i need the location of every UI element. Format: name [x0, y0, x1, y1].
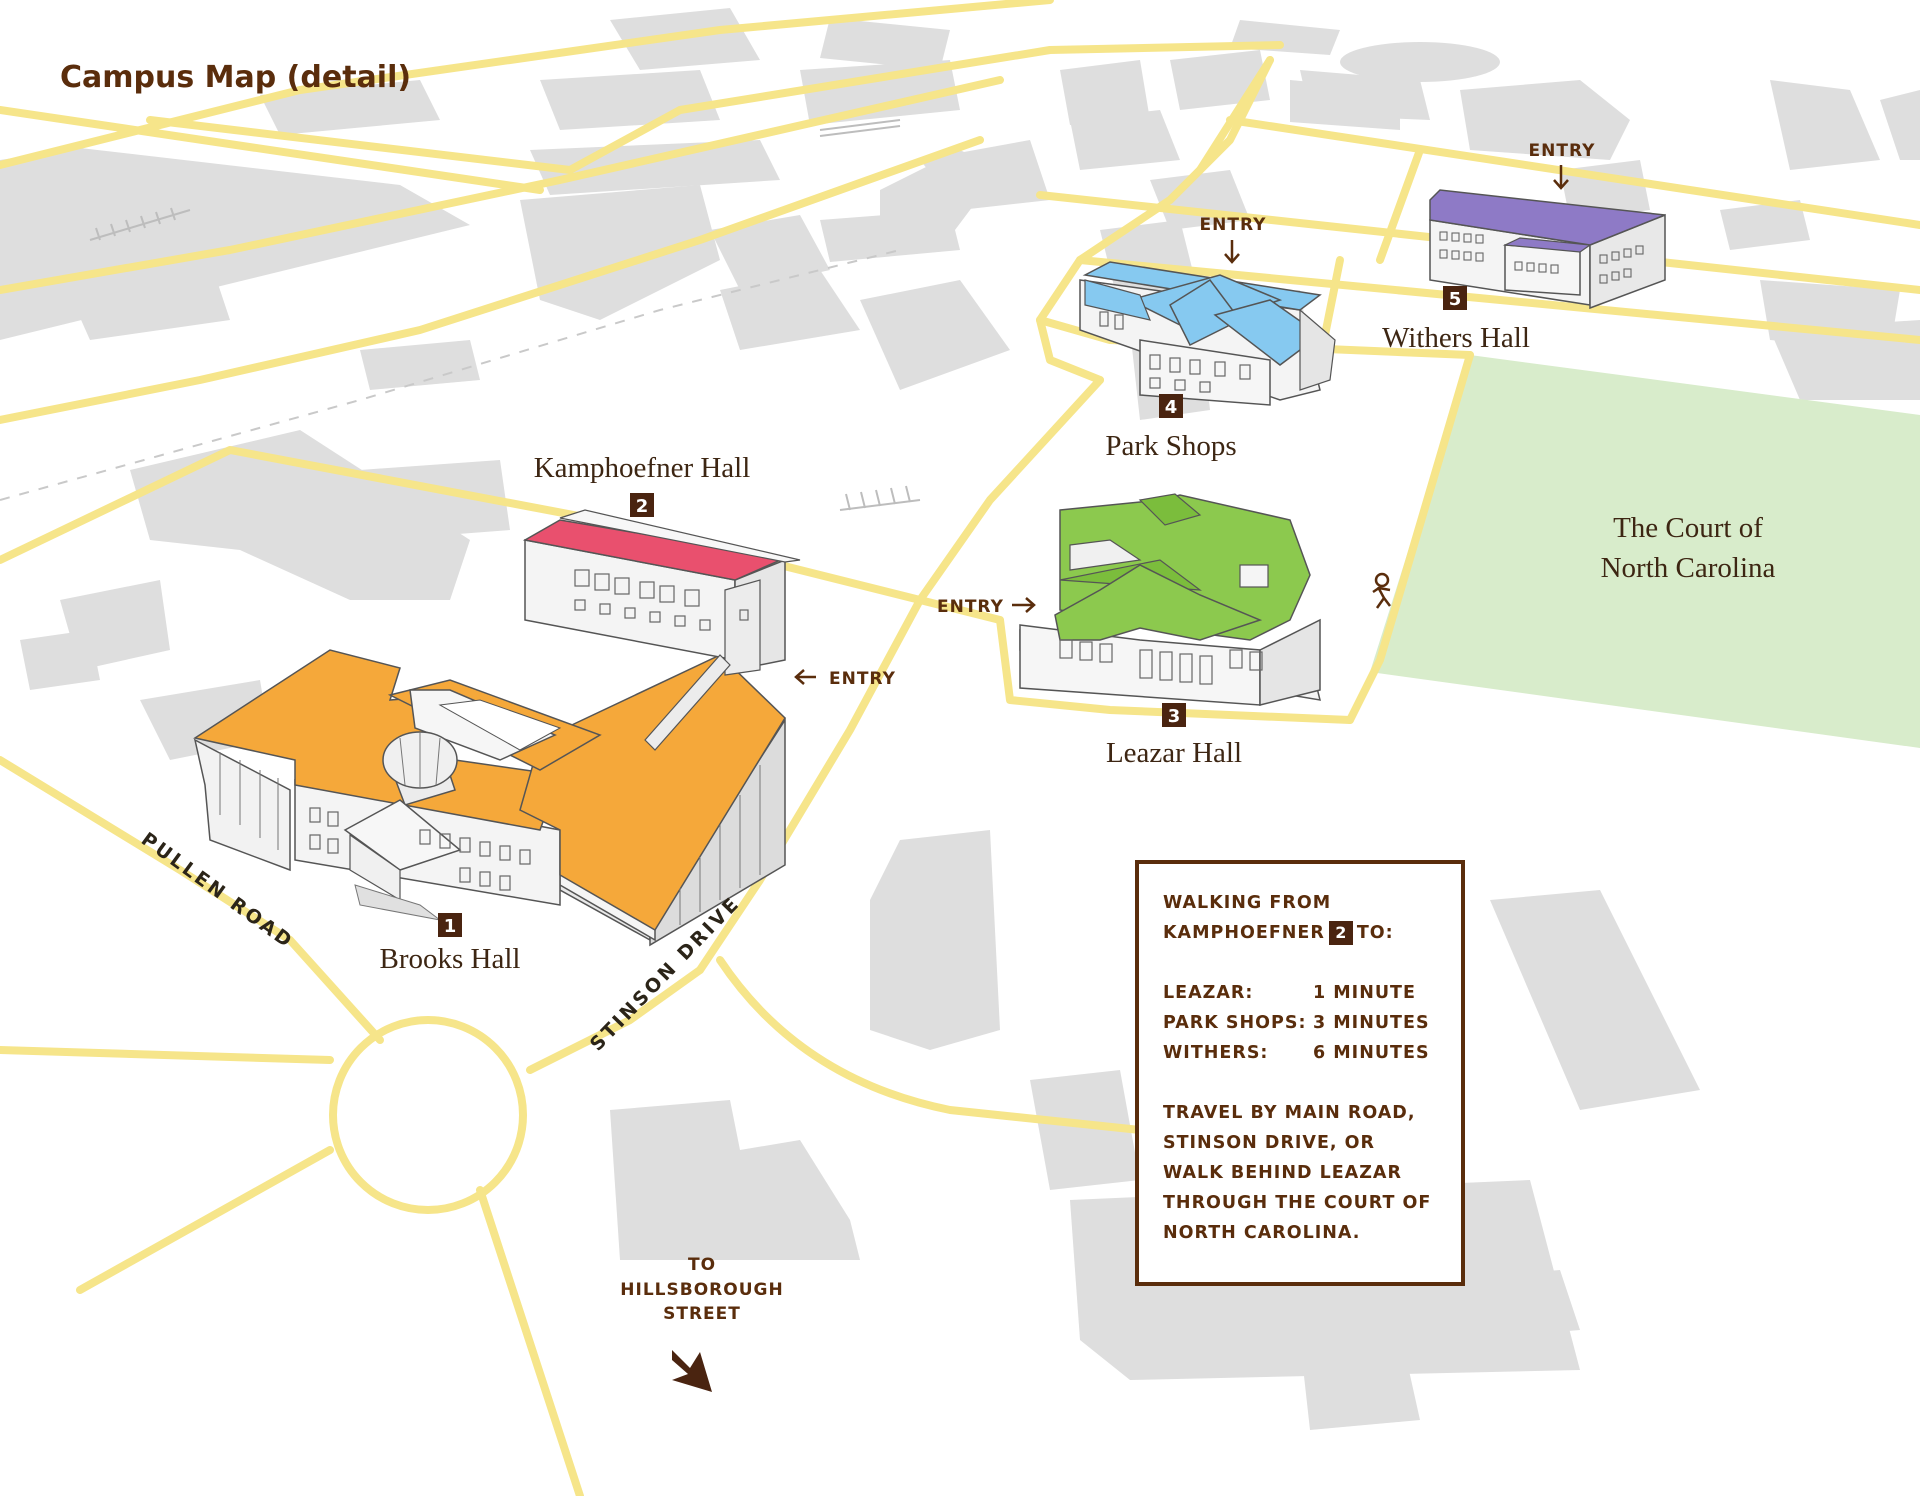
walking-note-line: WALK BEHIND LEAZAR	[1163, 1163, 1402, 1183]
walking-row-leazar: LEAZAR: 1 MINUTE	[1163, 978, 1437, 1008]
kamphoefner-hall-building[interactable]	[522, 509, 801, 676]
leazar-number-badge	[1162, 703, 1186, 727]
kamphoefner-entry-arrow	[794, 669, 816, 685]
brooks-hall-building[interactable]	[193, 649, 786, 947]
withers-hall-building[interactable]	[1429, 189, 1666, 310]
walking-heading-from: KAMPHOEFNER	[1163, 923, 1325, 943]
walking-place: WITHERS:	[1163, 1043, 1269, 1063]
park-shops-entry-label: ENTRY	[1200, 215, 1267, 235]
kamphoefner-hall-label: Kamphoefner Hall	[534, 452, 751, 484]
walking-heading-badge: 2	[1328, 921, 1353, 945]
walking-place: LEAZAR:	[1163, 983, 1254, 1003]
park-shops-number-badge	[1159, 394, 1183, 418]
connector-walkway	[644, 654, 731, 751]
park-shops-building[interactable]	[1079, 261, 1336, 406]
map-title: Campus Map (detail)	[60, 60, 411, 95]
kamphoefner-entry-label: ENTRY	[829, 669, 896, 689]
court-lawn	[1370, 355, 1920, 748]
leazar-number: 3	[1168, 706, 1181, 727]
walking-time: 3 MINUTES	[1313, 1013, 1430, 1033]
walking-row-park-shops: PARK SHOPS: 3 MINUTES	[1163, 1008, 1437, 1038]
brooks-hall-label: Brooks Hall	[380, 943, 521, 975]
walking-place: PARK SHOPS:	[1163, 1013, 1307, 1033]
leazar-hall-building[interactable]	[1019, 493, 1322, 706]
hillsborough-arrow-icon	[672, 1350, 712, 1392]
park-shops-entry-arrow	[1224, 240, 1240, 264]
walking-row-withers: WITHERS: 6 MINUTES	[1163, 1038, 1437, 1068]
parking-marks	[89, 119, 921, 511]
destination-line2: HILLSBOROUGH	[620, 1280, 783, 1300]
walking-note-line: STINSON DRIVE, OR	[1163, 1133, 1376, 1153]
park-shops-label: Park Shops	[1105, 430, 1236, 462]
withers-hall-label: Withers Hall	[1382, 322, 1530, 354]
leazar-entry-arrow	[1012, 597, 1036, 613]
withers-number: 5	[1449, 289, 1462, 310]
walking-time: 1 MINUTE	[1313, 983, 1416, 1003]
kamphoefner-number: 2	[636, 496, 649, 517]
withers-entry-label: ENTRY	[1529, 141, 1596, 161]
walking-note-line: THROUGH THE COURT OF	[1163, 1193, 1432, 1213]
walking-heading-line1: WALKING FROM	[1163, 893, 1332, 913]
walking-note-line: NORTH CAROLINA.	[1163, 1223, 1361, 1243]
destination-line1: TO	[688, 1255, 716, 1275]
park-shops-number: 4	[1165, 397, 1178, 418]
brooks-number-badge	[438, 913, 462, 937]
withers-entry-arrow	[1553, 165, 1569, 190]
court-label-line1: The Court of	[1613, 512, 1763, 544]
brooks-number: 1	[444, 916, 457, 937]
court-label-line2: North Carolina	[1601, 552, 1776, 584]
walking-time: 6 MINUTES	[1313, 1043, 1430, 1063]
kamphoefner-number-badge	[630, 493, 654, 517]
pedestrian-icon	[1372, 572, 1391, 609]
leazar-hall-label: Leazar Hall	[1106, 737, 1242, 769]
withers-number-badge	[1443, 286, 1467, 310]
leazar-entry-label: ENTRY	[937, 597, 1004, 617]
walking-heading-to: TO:	[1356, 923, 1394, 943]
destination-line3: STREET	[663, 1304, 741, 1324]
road-centerline	[0, 249, 901, 501]
walking-note-line: TRAVEL BY MAIN ROAD,	[1163, 1103, 1416, 1123]
